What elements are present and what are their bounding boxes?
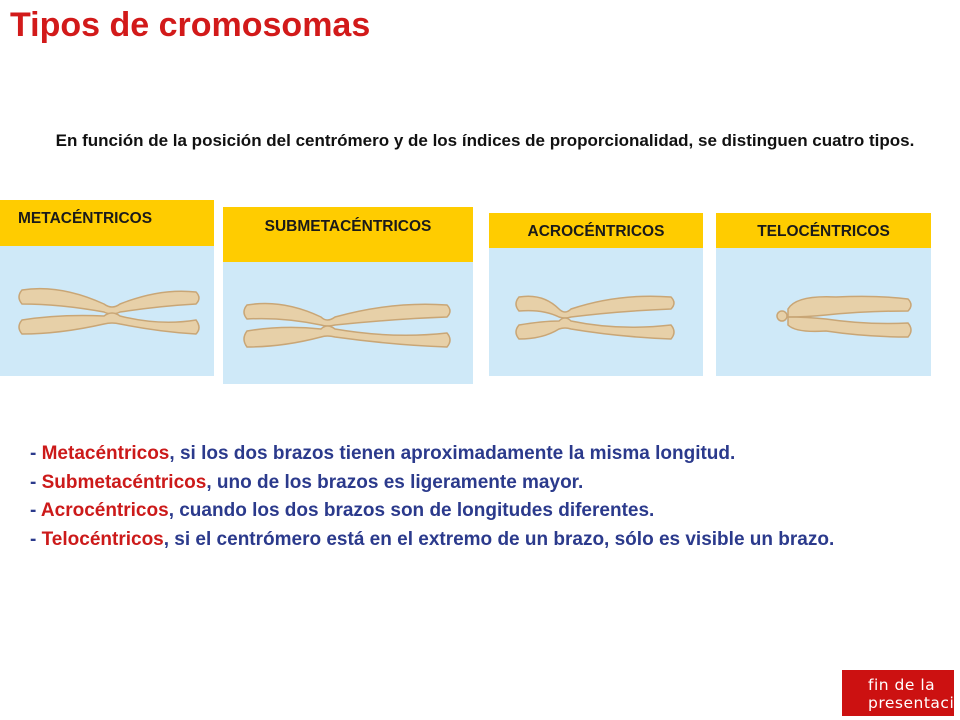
- end-presentation-button[interactable]: fin de la presentación: [842, 670, 960, 716]
- description-item: - Telocéntricos, si el centrómero está e…: [30, 526, 910, 555]
- description-term: Acrocéntricos: [40, 500, 169, 521]
- intro-text: En función de la posición del centrómero…: [55, 131, 915, 150]
- panel-label: SUBMETACÉNTRICOS: [264, 218, 432, 235]
- description-prefix: -: [30, 443, 42, 464]
- description-list: - Metacéntricos, si los dos brazos tiene…: [30, 440, 910, 554]
- acrocentric-chromosome-image: [515, 295, 675, 340]
- panel-header: METACÉNTRICOS: [0, 200, 214, 246]
- panel-header: TELOCÉNTRICOS: [716, 213, 931, 248]
- telocentric-chromosome-image: [776, 295, 912, 338]
- description-term: Metacéntricos: [41, 443, 170, 464]
- end-button-line1: fin de la: [868, 676, 936, 694]
- panel-submetacentricos: SUBMETACÉNTRICOS: [223, 207, 473, 384]
- description-item: - Acrocéntricos, cuando los dos brazos s…: [30, 497, 910, 526]
- panel-header: SUBMETACÉNTRICOS: [223, 207, 473, 262]
- description-prefix: -: [30, 528, 42, 550]
- panel-metacentricos: METACÉNTRICOS: [0, 200, 214, 376]
- description-text: , si los dos brazos tienen aproximadamen…: [169, 443, 736, 464]
- panel-label: ACROCÉNTRICOS: [527, 223, 665, 240]
- description-text: , uno de los brazos es ligeramente mayor…: [206, 471, 584, 493]
- submetacentric-chromosome-image: [243, 302, 451, 348]
- panel-label: METACÉNTRICOS: [18, 210, 153, 227]
- description-text: , si el centrómero está en el extremo de…: [163, 528, 835, 550]
- metacentric-chromosome-image: [18, 287, 200, 335]
- description-item: - Metacéntricos, si los dos brazos tiene…: [30, 440, 910, 469]
- description-text: , cuando los dos brazos son de longitude…: [168, 500, 655, 521]
- page-title: Tipos de cromosomas: [10, 6, 371, 44]
- panel-label: TELOCÉNTRICOS: [757, 223, 890, 240]
- panel-acrocentricos: ACROCÉNTRICOS: [489, 213, 703, 376]
- description-prefix: -: [30, 500, 41, 521]
- panel-header: ACROCÉNTRICOS: [489, 213, 703, 248]
- description-prefix: -: [30, 471, 42, 493]
- description-term: Submetacéntricos: [41, 471, 207, 493]
- end-button-line2: presentación: [868, 694, 960, 712]
- description-item: - Submetacéntricos, uno de los brazos es…: [30, 469, 910, 498]
- description-term: Telocéntricos: [41, 528, 164, 550]
- panel-telocentricos: TELOCÉNTRICOS: [716, 213, 931, 376]
